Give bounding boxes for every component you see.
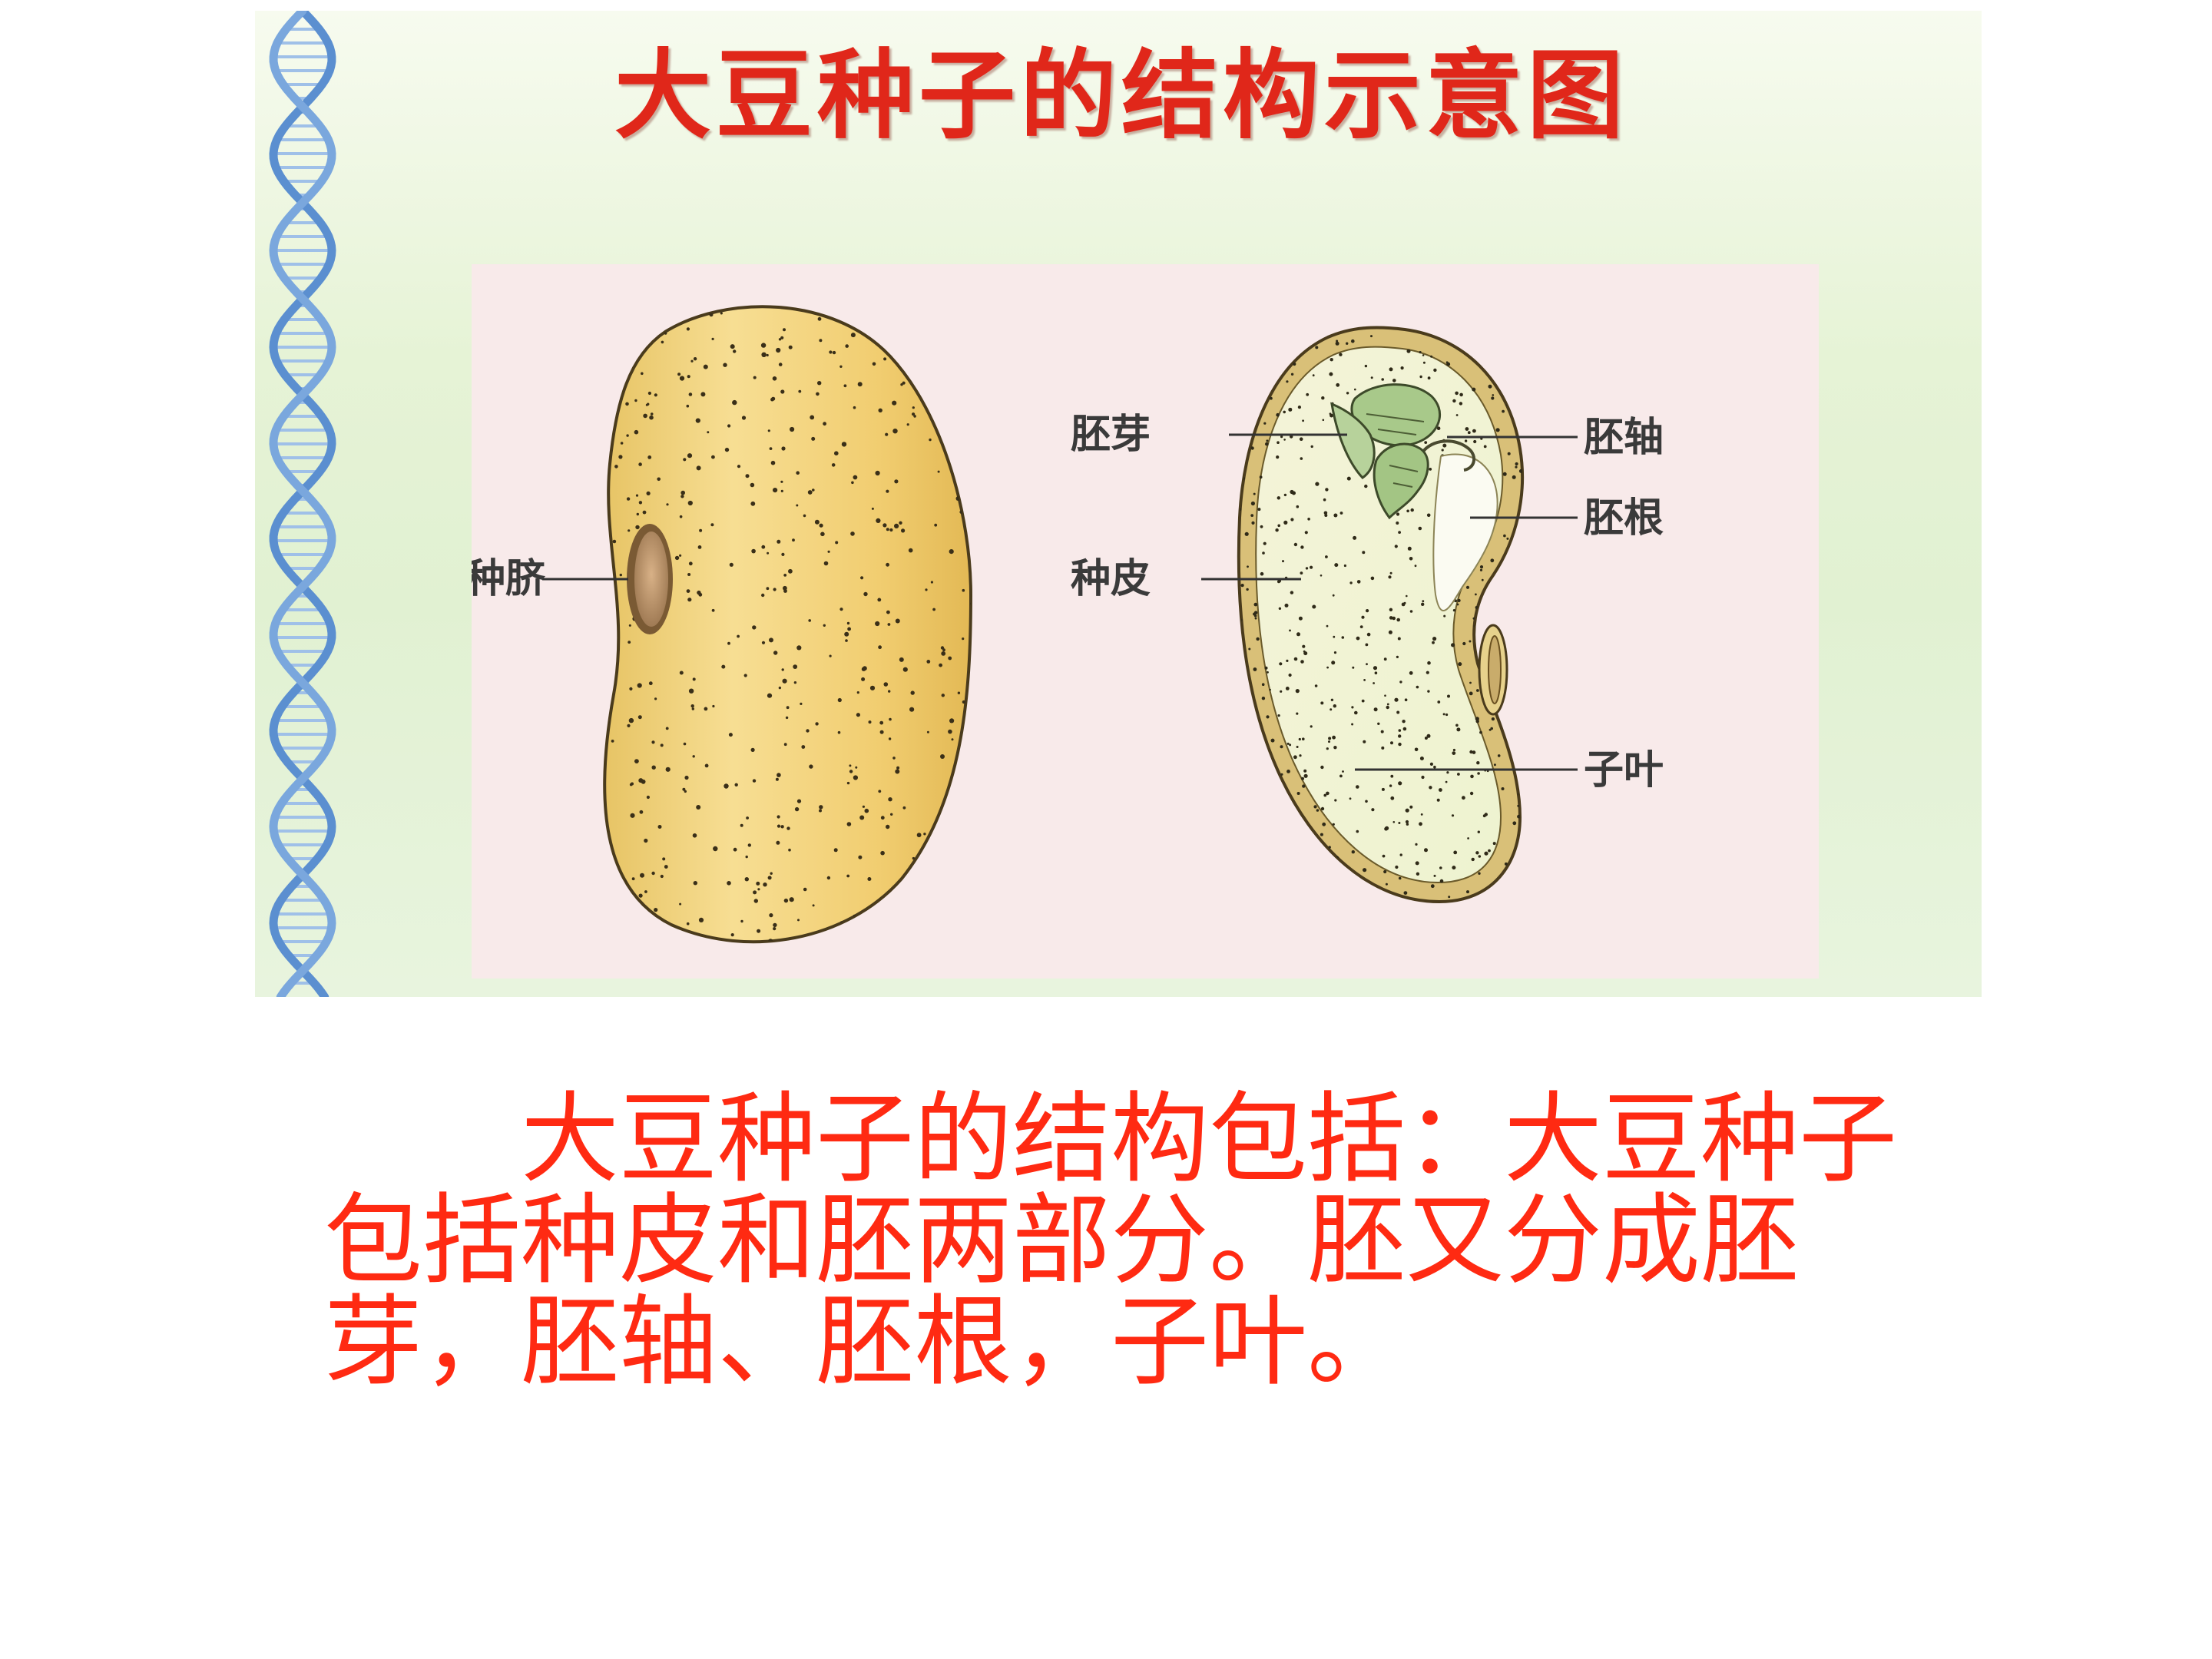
whole-seed <box>603 305 973 944</box>
seed-diagram: 种脐 胚芽 种皮 胚轴 胚根 子叶 <box>472 264 1819 979</box>
seed-diagram-svg: 种脐 胚芽 种皮 胚轴 胚根 子叶 <box>472 305 1664 944</box>
label-cotyledon: 子叶 <box>1584 747 1664 793</box>
figure-title: 大豆种子的结构示意图 <box>614 39 1628 152</box>
figure-panel: 大豆种子的结构示意图 <box>255 11 1982 997</box>
label-hilum: 种脐 <box>472 555 546 602</box>
hilum <box>627 524 673 634</box>
label-seed-coat: 种皮 <box>1071 555 1151 602</box>
caption-text: 大豆种子的结构包括：大豆种子包括种皮和胚两部分。胚又分成胚芽，胚轴、胚根，子叶。 <box>324 1082 1898 1399</box>
label-radicle: 胚根 <box>1584 495 1664 541</box>
label-hypocotyl: 胚轴 <box>1584 414 1664 461</box>
label-plumule: 胚芽 <box>1071 411 1151 458</box>
dna-helix-image <box>269 11 336 997</box>
leader-lines <box>542 433 1578 771</box>
seed-section <box>1237 326 1525 904</box>
